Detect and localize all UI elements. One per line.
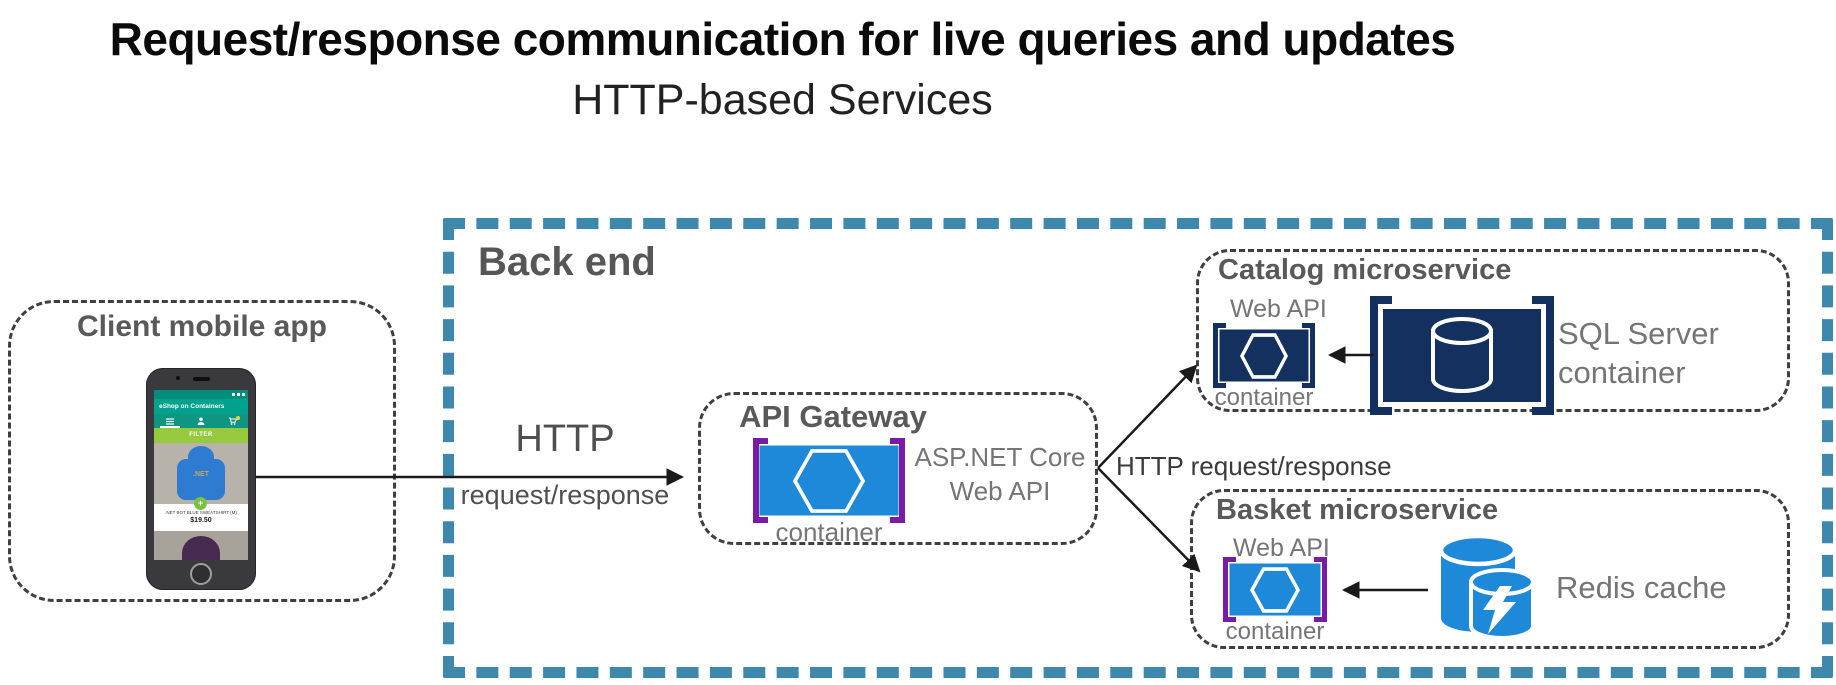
basket-title: Basket microservice	[1216, 494, 1499, 526]
bracket-right-icon	[1302, 323, 1315, 388]
tech-line1: ASP.NET Core	[914, 442, 1086, 472]
http-arrow-label-top: HTTP	[515, 418, 615, 460]
container-icon	[753, 438, 905, 523]
status-icons	[232, 393, 245, 396]
database-cylinder-icon	[1431, 316, 1493, 393]
api-gateway-tech-label: ASP.NET Core Web API	[902, 440, 1098, 508]
api-gateway-container-label: container	[775, 517, 883, 547]
container-navy-icon	[1213, 323, 1315, 388]
hoodie-logo: .NET	[193, 471, 209, 478]
next-hoodie	[182, 536, 220, 560]
hexagon-icon	[792, 448, 866, 513]
fanout-arrow-label: HTTP request/response	[1116, 451, 1392, 481]
cart-badge	[236, 416, 240, 420]
profile-icon[interactable]	[197, 417, 205, 425]
bracket-left-icon	[1223, 557, 1236, 622]
phone: eShop on Containers FILTER .NET + .NET B…	[146, 368, 256, 590]
api-gateway-box	[698, 392, 1098, 545]
client-mobile-app-label: Client mobile app	[76, 310, 328, 343]
tech-line2: Web API	[949, 476, 1051, 506]
bracket-left-icon	[1370, 296, 1392, 415]
phone-app-bar: eShop on Containers	[154, 399, 248, 414]
active-tab-underline	[160, 426, 180, 428]
phone-speaker-icon	[193, 377, 210, 381]
bracket-left-icon	[753, 438, 768, 523]
redis-cache-label: Redis cache	[1556, 570, 1727, 605]
phone-status-bar	[154, 390, 248, 399]
phone-camera-icon	[176, 376, 180, 380]
catalog-container-label: container	[1214, 384, 1314, 411]
product-photo[interactable]: .NET	[154, 443, 248, 504]
product-price: $19.50	[190, 517, 212, 524]
phone-nav-bar	[154, 414, 248, 428]
bracket-right-icon	[1532, 296, 1554, 415]
home-button[interactable]	[190, 563, 212, 585]
basket-container-label: container	[1225, 618, 1325, 645]
sql-server-container-icon	[1370, 296, 1554, 415]
basket-webapi-label: Web API	[1233, 534, 1330, 562]
catalog-microservice-box	[1196, 249, 1790, 412]
bracket-left-icon	[1213, 323, 1226, 388]
catalog-title: Catalog microservice	[1218, 254, 1512, 286]
hexagon-icon	[1250, 566, 1300, 613]
backend-label: Back end	[478, 240, 656, 284]
page-subtitle: HTTP-based Services	[572, 76, 993, 124]
bracket-right-icon	[1314, 557, 1327, 622]
container-rect	[757, 443, 901, 518]
api-gateway-title: API Gateway	[739, 399, 927, 434]
cart-icon[interactable]	[228, 417, 237, 425]
next-product-photo[interactable]	[154, 531, 248, 560]
sql-line2: container	[1558, 355, 1686, 390]
container-rect	[1217, 327, 1311, 384]
product-name: .NET BOT BLUE SWEATSHIRT (M)	[165, 510, 237, 515]
container-icon	[1223, 557, 1327, 622]
bracket-right-icon	[890, 438, 905, 523]
backend-box	[443, 218, 1833, 678]
filter-button[interactable]: FILTER	[154, 428, 248, 443]
sql-line1: SQL Server	[1558, 316, 1719, 351]
hexagon-icon	[1240, 332, 1288, 379]
add-to-cart-button[interactable]: +	[194, 497, 207, 510]
sql-server-label: SQL Server container	[1558, 314, 1719, 392]
phone-screen: eShop on Containers FILTER .NET + .NET B…	[154, 390, 248, 560]
client-mobile-app-box	[8, 300, 396, 602]
redis-cache-icon	[1438, 534, 1535, 640]
http-arrow-label-bottom: request/response	[460, 480, 670, 510]
hoodie-body	[177, 459, 225, 500]
menu-icon[interactable]	[165, 417, 174, 425]
page-title: Request/response communication for live …	[109, 13, 1456, 65]
catalog-webapi-label: Web API	[1230, 295, 1327, 323]
container-rect	[1227, 561, 1323, 618]
